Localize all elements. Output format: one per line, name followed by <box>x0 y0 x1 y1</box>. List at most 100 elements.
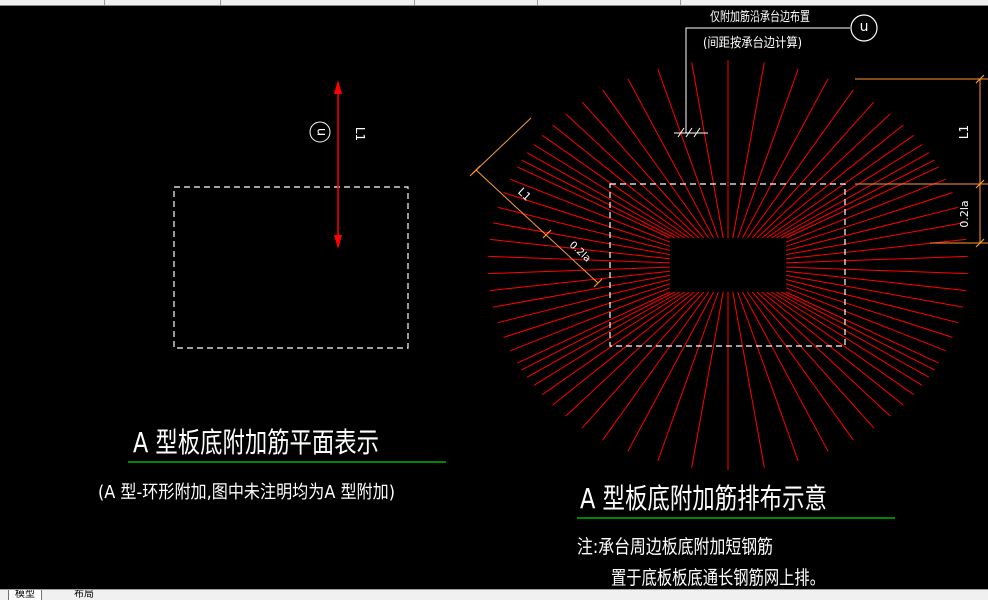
rebar-line <box>785 270 967 292</box>
rebar-line <box>493 222 671 256</box>
pile-cap-outline <box>173 186 409 349</box>
rebar-line <box>785 166 939 239</box>
rebar-line <box>751 291 875 429</box>
rebar-line <box>533 291 685 386</box>
layout-tab-bar: 模型 布局 <box>0 589 988 600</box>
tab-layout[interactable]: 布局 <box>74 589 94 600</box>
rebar-fan <box>488 60 968 470</box>
rebar-line <box>526 291 680 378</box>
rebar-line <box>766 134 915 239</box>
rebar-line <box>509 287 671 352</box>
central-void <box>670 238 786 292</box>
rebar-line <box>509 178 671 243</box>
rebar-line <box>785 283 953 338</box>
rebar-line <box>657 68 719 239</box>
rebar-line <box>552 124 695 239</box>
rebar-line <box>785 279 959 324</box>
rebar-line <box>602 291 710 441</box>
note-line-2: 置于底板板底通长钢筋网上排。 <box>611 567 825 589</box>
rebar-line <box>756 291 891 417</box>
rebar-line <box>742 291 829 452</box>
diag-dim-tick <box>471 165 481 175</box>
left-plan-view: n L1 A 型板底附加筋平面表示 (A 型-环形附加,图中未注明均为A 型附加… <box>98 80 446 503</box>
rebar-line <box>780 159 935 239</box>
rebar-line <box>785 266 968 275</box>
rebar-line <box>581 291 705 429</box>
rebar-line <box>776 291 930 378</box>
right-plan-view: 仅附加筋沿承台边布置 (间距按承台边计算) n L1 0.2la L1 0.2l… <box>469 9 988 589</box>
rebar-line <box>732 62 765 239</box>
top-ribbon-edge <box>0 0 988 6</box>
right-plan-title: A 型板底附加筋排布示意 <box>580 482 827 515</box>
rebar-line <box>732 291 765 468</box>
diag-dim-tick <box>542 229 552 239</box>
rebar-line <box>488 255 671 264</box>
dim-label-l1: L1 <box>957 125 971 139</box>
rebar-line <box>771 144 923 239</box>
rebar-line <box>785 287 947 352</box>
rebar-line <box>785 206 959 251</box>
tab-model[interactable]: 模型 <box>8 590 42 600</box>
rebar-line <box>497 279 671 324</box>
rebar-line <box>771 291 923 386</box>
dim-tick <box>975 238 985 248</box>
rebar-line <box>541 291 690 396</box>
diag-dim-line <box>475 169 599 284</box>
left-plan-title: A 型板底附加筋平面表示 <box>133 426 379 459</box>
rebar-line <box>746 291 854 441</box>
rebar-line <box>493 274 671 308</box>
rebar-line <box>503 192 671 247</box>
rebar-line <box>552 291 695 406</box>
callout-tag-label: n <box>860 19 869 35</box>
rebar-line <box>497 206 671 251</box>
rebar-line <box>565 291 700 417</box>
rebar-arrow-top <box>334 80 342 94</box>
rebar-tag-circle <box>309 121 331 143</box>
callout-line2: (间距按承台边计算) <box>703 36 802 51</box>
rebar-line <box>581 101 705 239</box>
rebar-line <box>526 152 680 239</box>
rebar-line <box>657 291 719 462</box>
rebar-line <box>751 101 875 239</box>
dim-tick <box>975 74 985 84</box>
rebar-line <box>766 291 915 396</box>
rebar-line <box>627 78 714 239</box>
rebar-line <box>488 266 671 275</box>
dim-label-la: 0.2la <box>958 200 971 227</box>
rebar-line <box>780 291 935 371</box>
callout-tag-circle <box>850 14 878 42</box>
rebar-tag-label: n <box>314 128 329 136</box>
diag-dim-label-la: 0.2la <box>567 240 593 265</box>
note-line-1: 注:承台周边板底附加短钢筋 <box>577 536 773 558</box>
rebar-arrow-bottom <box>334 235 342 249</box>
rebar-line <box>761 124 904 239</box>
rebar-line <box>602 89 710 239</box>
rebar-line <box>533 144 685 239</box>
callout-line1: 仅附加筋沿承台边布置 <box>710 9 810 25</box>
rebar-line <box>785 291 939 364</box>
rebar-line <box>776 152 930 239</box>
rebar-line <box>742 78 829 239</box>
rebar-line <box>785 255 968 264</box>
left-plan-subtitle: (A 型-环形附加,图中未注明均为A 型附加) <box>98 482 395 503</box>
callout-leader <box>685 27 850 133</box>
rebar-line <box>737 291 799 462</box>
rebar-line <box>761 291 904 406</box>
rebar-line <box>627 291 714 452</box>
rebar-line <box>785 192 953 247</box>
rebar-line <box>756 113 891 239</box>
rebar-line <box>565 113 700 239</box>
rebar-line <box>785 222 963 256</box>
dim-tick <box>975 179 985 189</box>
diag-dim-tick <box>593 278 603 288</box>
rebar-line <box>541 134 690 239</box>
rebar-line <box>489 238 671 260</box>
rebar-line <box>517 291 671 364</box>
rebar-line <box>746 89 854 239</box>
pile-cap-outline <box>609 183 846 347</box>
rebar-line <box>737 68 799 239</box>
rebar-line <box>489 270 671 292</box>
rebar-line <box>517 166 671 239</box>
rebar-line <box>785 274 963 308</box>
